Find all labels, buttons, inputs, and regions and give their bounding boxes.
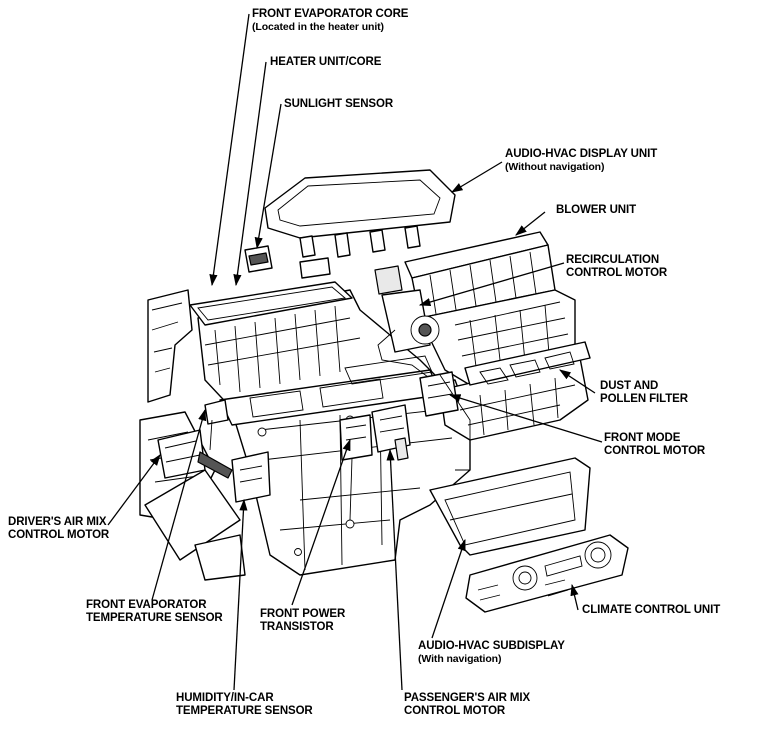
label-front-evaporator-core: FRONT EVAPORATOR CORE (Located in the he… [252,8,408,34]
label-audio-hvac-subdisplay: AUDIO-HVAC SUBDISPLAY (With navigation) [418,640,565,666]
label-front-evaporator-temperature-sensor-line2: TEMPERATURE SENSOR [86,612,223,624]
heater-unit [189,281,471,576]
label-recirculation-control-motor-line2: CONTROL MOTOR [566,267,668,279]
label-front-mode-control-motor-line1: FRONT MODE [604,432,681,444]
label-humidity-in-car-temperature-sensor-line2: TEMPERATURE SENSOR [176,705,313,717]
leader-sunlight-sensor [254,103,282,250]
leader-heater-unit-core [233,61,267,287]
leader-blower-unit [515,211,546,236]
label-sunlight-sensor: SUNLIGHT SENSOR [284,98,393,111]
label-recirculation-control-motor-line1: RECIRCULATION [566,254,660,266]
leader-lines [107,13,603,691]
label-blower-unit-line1: BLOWER UNIT [556,204,637,216]
label-front-evaporator-temperature-sensor: FRONT EVAPORATOR TEMPERATURE SENSOR [86,599,223,625]
label-audio-hvac-subdisplay-line1: AUDIO-HVAC SUBDISPLAY [418,640,565,652]
dust-pollen-filter-part [464,341,591,386]
label-passengers-air-mix-control-motor: PASSENGER'S AIR MIX CONTROL MOTOR [404,692,530,718]
label-passengers-air-mix-control-motor-line1: PASSENGER'S AIR MIX [404,692,531,704]
label-dust-pollen-filter: DUST AND POLLEN FILTER [600,380,688,406]
label-front-mode-control-motor: FRONT MODE CONTROL MOTOR [604,432,705,458]
leader-front-mode-control-motor [448,394,603,443]
label-sunlight-sensor-line1: SUNLIGHT SENSOR [284,98,394,110]
leader-front-evaporator-temperature-sensor [151,408,207,601]
leader-audio-hvac-display-unit [450,161,503,193]
evaporator-temp-sensor-part [204,399,229,451]
label-front-power-transistor: FRONT POWER TRANSISTOR [260,608,345,634]
hvac-assembly-illustration [139,169,629,613]
leader-climate-control-unit [570,583,579,611]
blower-unit-part [374,231,589,441]
label-audio-hvac-display-unit: AUDIO-HVAC DISPLAY UNIT (Without navigat… [505,148,657,174]
label-heater-unit-core: HEATER UNIT/CORE [270,56,381,69]
label-passengers-air-mix-control-motor-line2: CONTROL MOTOR [404,705,506,717]
label-audio-hvac-subdisplay-line2: (With navigation) [418,653,502,665]
leader-humidity-in-car-temperature-sensor [233,498,248,691]
label-drivers-air-mix-control-motor-line1: DRIVER'S AIR MIX [8,516,107,528]
leader-recirculation-control-motor [418,262,565,306]
audio-hvac-display-part [264,169,456,279]
leader-drivers-air-mix-control-motor [107,454,161,526]
label-drivers-air-mix-control-motor-line2: CONTROL MOTOR [8,529,110,541]
label-heater-unit-core-line1: HEATER UNIT/CORE [270,56,382,68]
label-dust-pollen-filter-line1: DUST AND [600,380,659,392]
leader-passengers-air-mix-control-motor [386,448,403,691]
label-front-power-transistor-line1: FRONT POWER [260,608,346,620]
label-front-power-transistor-line2: TRANSISTOR [260,621,334,633]
drivers-air-mix-motor-part [157,429,271,503]
label-climate-control-unit: CLIMATE CONTROL UNIT [582,604,720,617]
label-audio-hvac-display-unit-line2: (Without navigation) [505,161,605,173]
leader-dust-pollen-filter [559,369,596,394]
label-front-evaporator-core-line1: FRONT EVAPORATOR CORE [252,8,409,20]
sunlight-sensor-part [244,245,273,273]
leader-front-power-transistor [291,438,351,606]
label-front-evaporator-core-line2: (Located in the heater unit) [252,21,384,33]
label-blower-unit: BLOWER UNIT [556,204,636,217]
label-front-mode-control-motor-line2: CONTROL MOTOR [604,445,706,457]
leader-audio-hvac-subdisplay [431,538,466,639]
label-recirculation-control-motor: RECIRCULATION CONTROL MOTOR [566,254,667,280]
label-humidity-in-car-temperature-sensor-line1: HUMIDITY/IN-CAR [176,692,274,704]
leader-front-evaporator-core [209,13,250,287]
label-climate-control-unit-line1: CLIMATE CONTROL UNIT [582,604,721,616]
label-front-evaporator-temperature-sensor-line1: FRONT EVAPORATOR [86,599,207,611]
label-drivers-air-mix-control-motor: DRIVER'S AIR MIX CONTROL MOTOR [8,516,109,542]
climate-control-unit-part [465,534,629,613]
passengers-air-mix-motor-part [371,404,411,461]
label-audio-hvac-display-unit-line1: AUDIO-HVAC DISPLAY UNIT [505,148,658,160]
label-humidity-in-car-temperature-sensor: HUMIDITY/IN-CAR TEMPERATURE SENSOR [176,692,313,718]
label-dust-pollen-filter-line2: POLLEN FILTER [600,393,688,405]
